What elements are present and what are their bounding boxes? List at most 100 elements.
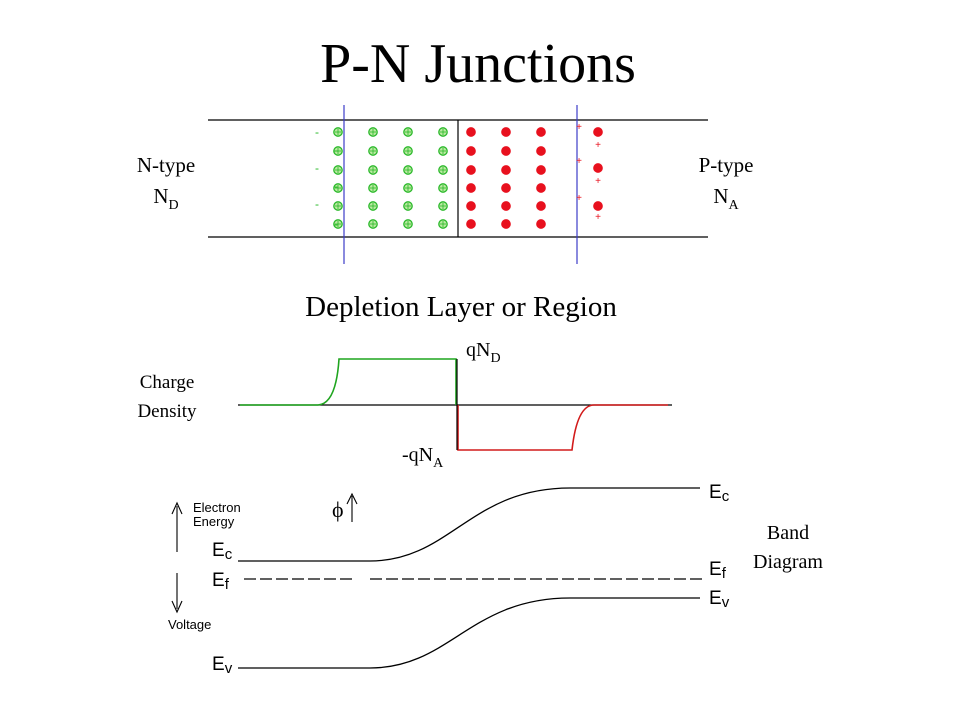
n-dopant-atom	[368, 165, 378, 175]
ef-right-subscript: f	[722, 565, 727, 582]
p-dopant-atom	[466, 146, 476, 156]
valence-band-curve	[238, 597, 700, 669]
band-diagram-caption-line2: Diagram	[753, 551, 823, 573]
potential-symbol: ϕ	[332, 497, 344, 522]
ec-right-subscript: c	[722, 488, 730, 505]
p-dopant-atom	[466, 219, 476, 229]
p-doping-label: NA	[713, 184, 739, 213]
negative-charge-subscript: A	[433, 456, 444, 471]
p-dopant-atom	[501, 201, 511, 211]
conduction-band-curve	[238, 487, 700, 562]
n-doping-label: ND	[153, 184, 178, 213]
ef-left-symbol: E	[212, 570, 225, 591]
n-doping-subscript: D	[169, 198, 179, 213]
negative-charge-symbol: -qN	[402, 444, 433, 466]
positive-charge-sign: +	[576, 122, 582, 133]
voltage-arrow-down-icon	[171, 600, 183, 614]
n-dopant-atom	[403, 201, 413, 211]
p-dopant-atom	[466, 127, 476, 137]
p-dopant-atom	[593, 127, 603, 137]
n-dopant-atom	[368, 201, 378, 211]
charge-axis-label-line1: Charge	[140, 372, 195, 393]
positive-charge-sign: +	[595, 176, 601, 187]
n-dopant-atom	[438, 183, 448, 193]
ec-right-symbol: E	[709, 482, 722, 503]
p-dopant-atom	[466, 165, 476, 175]
p-dopant-atom	[536, 201, 546, 211]
p-dopant-atom	[536, 146, 546, 156]
p-dopant-atom	[501, 219, 511, 229]
n-dopant-atom	[403, 146, 413, 156]
ev-right-subscript: v	[722, 594, 730, 611]
p-dopant-atom	[501, 183, 511, 193]
p-dopant-atom	[466, 201, 476, 211]
ec-label-right: Ec	[709, 482, 730, 505]
positive-ionized-charges: ++++++	[576, 122, 601, 223]
n-doping-symbol: N	[153, 184, 168, 208]
p-dopant-atom	[536, 127, 546, 137]
p-dopant-atom	[593, 201, 603, 211]
ev-left-symbol: E	[212, 654, 225, 675]
negative-charge-sign: -	[315, 197, 319, 211]
n-dopant-atom	[333, 219, 343, 229]
ev-right-symbol: E	[709, 588, 722, 609]
ev-left-subscript: v	[225, 660, 233, 677]
junction-block: ------ ++++++	[208, 105, 708, 264]
negative-charge-curve	[457, 404, 668, 451]
negative-charge-sign: -	[315, 161, 319, 175]
n-dopant-atom	[333, 165, 343, 175]
p-doping-symbol: N	[713, 184, 728, 208]
ev-label-right: Ev	[709, 588, 730, 611]
p-dopant-atom	[501, 127, 511, 137]
n-dopant-atom	[403, 165, 413, 175]
energy-axis-label-line1: Electron	[193, 500, 241, 515]
positive-charge-sign: +	[576, 156, 582, 167]
p-type-dopant-atoms	[466, 127, 603, 229]
positive-charge-symbol: qN	[466, 339, 490, 361]
negative-charge-sign: -	[315, 125, 319, 139]
n-dopant-atom	[438, 219, 448, 229]
band-diagram-caption-line1: Band	[767, 522, 809, 544]
p-dopant-atom	[536, 165, 546, 175]
energy-axis-label-line2: Energy	[193, 514, 235, 529]
negative-charge-label: -qNA	[402, 444, 444, 471]
n-dopant-atom	[403, 219, 413, 229]
n-dopant-atom	[368, 146, 378, 156]
negative-ionized-charges: ------	[315, 125, 338, 231]
p-dopant-atom	[593, 163, 603, 173]
n-dopant-atom	[333, 183, 343, 193]
n-dopant-atom	[403, 127, 413, 137]
depletion-caption: Depletion Layer or Region	[305, 291, 617, 323]
positive-charge-curve	[240, 358, 457, 406]
p-dopant-atom	[536, 219, 546, 229]
ef-label-right: Ef	[709, 559, 727, 582]
n-dopant-atom	[438, 201, 448, 211]
positive-charge-subscript: D	[490, 351, 500, 366]
positive-charge-sign: +	[595, 212, 601, 223]
ef-right-symbol: E	[709, 559, 722, 580]
ef-label-left: Ef	[212, 570, 230, 593]
ef-left-subscript: f	[225, 576, 230, 593]
positive-charge-sign: +	[595, 140, 601, 151]
p-dopant-atom	[501, 146, 511, 156]
n-dopant-atom	[368, 183, 378, 193]
negative-charge-sign: -	[334, 217, 338, 231]
p-dopant-atom	[536, 183, 546, 193]
n-type-label: N-type	[137, 153, 195, 177]
charge-axis-label-line2: Density	[137, 401, 197, 422]
ev-label-left: Ev	[212, 654, 233, 677]
n-dopant-atom	[333, 146, 343, 156]
n-dopant-atom	[438, 146, 448, 156]
page-title: P-N Junctions	[320, 33, 636, 95]
band-diagram	[171, 487, 702, 669]
negative-charge-sign: -	[334, 143, 338, 157]
n-dopant-atom	[368, 219, 378, 229]
n-dopant-atom	[333, 201, 343, 211]
n-dopant-atom	[403, 183, 413, 193]
p-dopant-atom	[501, 165, 511, 175]
voltage-axis-label: Voltage	[168, 617, 211, 632]
p-doping-subscript: A	[729, 198, 740, 213]
p-type-label: P-type	[699, 153, 754, 177]
